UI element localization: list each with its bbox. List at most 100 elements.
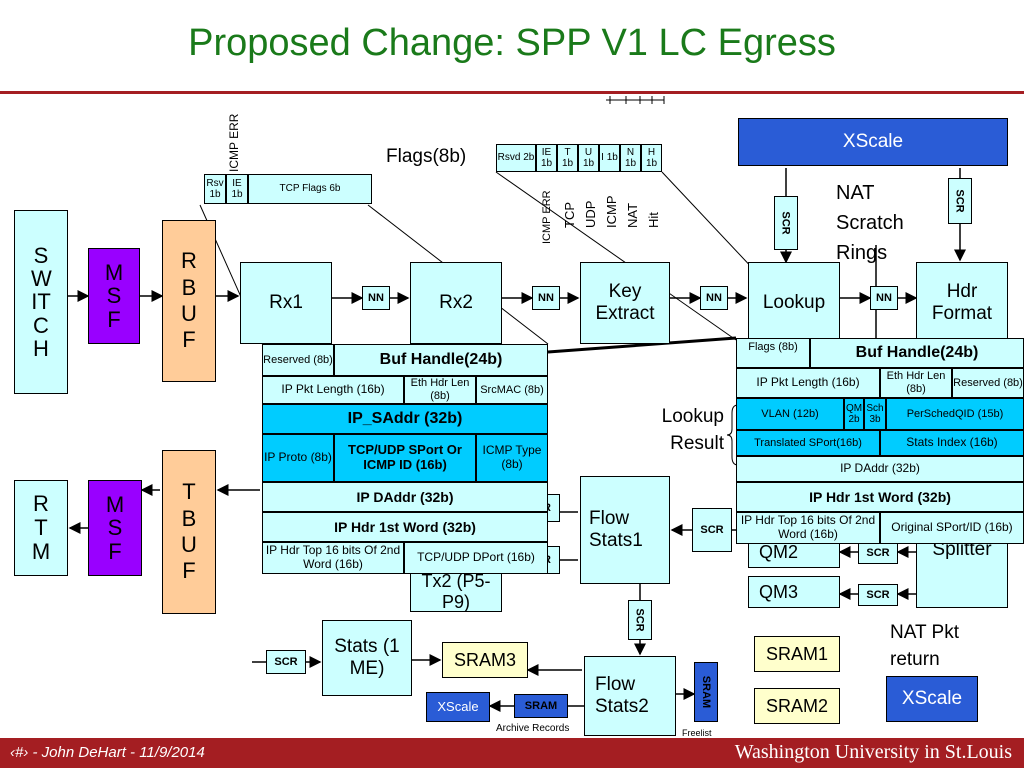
nn-ring-1: NN — [362, 286, 390, 310]
rx2-label: Rx2 — [439, 292, 473, 314]
flag-0: Rsvd 2b — [496, 144, 536, 172]
qm3-label: QM3 — [759, 581, 799, 602]
stats-block: Stats (1 ME) — [322, 620, 412, 696]
flow-stats1-block: Flow Stats1 — [580, 476, 670, 584]
lr-ip-daddr: IP DAddr (32b) — [262, 482, 548, 512]
rr-ip-hdr-top16: IP Hdr Top 16 bits Of 2nd Word (16b) — [736, 512, 880, 544]
nn-ring-2: NN — [532, 286, 560, 310]
flag-6: H 1b — [641, 144, 662, 172]
msf-bottom-label: MSF — [105, 492, 125, 564]
scr-ring-flowstats2-label: SCR — [634, 608, 647, 632]
flags-label: Flags(8b) — [386, 146, 467, 167]
rr-ip-daddr: IP DAddr (32b) — [736, 456, 1024, 482]
lr-ip-saddr: IP_SAddr (32b) — [262, 404, 548, 434]
sram2-block: SRAM2 — [754, 688, 840, 724]
flag-5: N 1b — [620, 144, 641, 172]
lr-tcp-udp-sport: TCP/UDP SPort Or ICMP ID (16b) — [334, 434, 476, 482]
sram3-label: SRAM3 — [453, 649, 516, 670]
flag-vertical-label-0: ICMP ERR — [541, 190, 553, 244]
nn-ring-1-label: NN — [368, 292, 384, 304]
key-extract-label: Key Extract — [595, 281, 655, 324]
rr-sch: Sch 3b — [864, 398, 886, 430]
tcp-flag-2: TCP Flags 6b — [248, 174, 372, 204]
lr-ip-proto: IP Proto (8b) — [262, 434, 334, 482]
xscale-bottom-label: XScale — [901, 688, 963, 710]
rbuf-block: RBUF — [162, 220, 216, 382]
flow-stats2-block: Flow Stats2 — [584, 656, 676, 736]
xscale-top-label: XScale — [842, 131, 904, 153]
lookup-label: Lookup — [762, 292, 826, 314]
nat-pkt-return-label: NAT Pkt return — [890, 622, 959, 670]
lr-eth-hdr-len: Eth Hdr Len (8b) — [404, 376, 476, 404]
footer-left: ‹#› - John DeHart - 11/9/2014 — [10, 744, 205, 761]
lr-srcmac: SrcMAC (8b) — [476, 376, 548, 404]
rr-vlan: VLAN (12b) — [736, 398, 844, 430]
rx1-label: Rx1 — [269, 292, 303, 314]
xscale-small-block: XScale — [426, 692, 490, 722]
lr-reserved: Reserved (8b) — [262, 344, 334, 376]
lr-ip-hdr-top16: IP Hdr Top 16 bits Of 2nd Word (16b) — [262, 542, 404, 574]
flag-vertical-label-3: ICMP — [604, 195, 619, 229]
tx2-label: Tx2 (P5-P9) — [421, 571, 491, 612]
sram1-label: SRAM1 — [765, 643, 828, 664]
rbuf-label: RBUF — [181, 248, 197, 353]
rr-ip-hdr-1st: IP Hdr 1st Word (32b) — [736, 482, 1024, 512]
rx1-block: Rx1 — [240, 262, 332, 344]
nat-scratch-rings-label: NAT Scratch Rings — [836, 182, 904, 264]
sram-ring-freelist: SRAM — [694, 662, 718, 722]
scr-ring-xscale: SCR — [948, 178, 972, 224]
sram-ring-freelist-label: SRAM — [700, 675, 713, 709]
rr-qm: QM 2b — [844, 398, 864, 430]
scr-ring-qm3: SCR — [858, 584, 898, 606]
hdr-format-label: Hdr Format — [931, 281, 993, 324]
rr-stats-index: Stats Index (16b) — [880, 430, 1024, 456]
lr-icmp-type: ICMP Type (8b) — [476, 434, 548, 482]
archive-records-label: Archive Records — [496, 723, 570, 734]
flag-vertical-label-5: Hit — [646, 212, 661, 228]
rr-buf-handle: Buf Handle(24b) — [810, 338, 1024, 368]
flag-1: IE 1b — [536, 144, 557, 172]
scr-ring-nat: SCR — [774, 196, 798, 250]
flag-4: I 1b — [599, 144, 620, 172]
stats-label: Stats (1 ME) — [334, 636, 400, 679]
scr-ring-qm2-label: SCR — [866, 547, 890, 559]
xscale-small-label: XScale — [437, 698, 479, 714]
scr-ring-flowstats2: SCR — [628, 600, 652, 640]
scr-ring-nat-label: SCR — [780, 211, 793, 235]
sram1-block: SRAM1 — [754, 636, 840, 672]
rtm-label: RTM — [31, 490, 51, 565]
icmp-err-label: ICMP ERR — [227, 113, 241, 172]
lr-buf-handle: Buf Handle(24b) — [334, 344, 548, 376]
nn-ring-4: NN — [870, 286, 898, 310]
lr-tcp-udp-dport: TCP/UDP DPort (16b) — [404, 542, 548, 574]
flag-2: T 1b — [557, 144, 578, 172]
tbuf-label: TBUF — [181, 479, 197, 584]
title-divider — [0, 91, 1024, 94]
nn-ring-3-label: NN — [706, 292, 722, 304]
lookup-result-label: Lookup Result — [661, 406, 724, 454]
hdr-format-block: Hdr Format — [916, 262, 1008, 344]
footer-bar: ‹#› - John DeHart - 11/9/2014 Washington… — [0, 738, 1024, 768]
tbuf-block: TBUF — [162, 450, 216, 614]
switch-label: SWITCH — [31, 243, 52, 361]
flag-vertical-label-1: TCP — [562, 202, 577, 228]
flow-stats2-label: Flow Stats2 — [595, 674, 649, 717]
flag-vertical-label-4: NAT — [625, 202, 640, 228]
flag-3: U 1b — [578, 144, 599, 172]
scr-ring-xscale-label: SCR — [954, 189, 967, 213]
scr-ring-qm2: SCR — [858, 542, 898, 564]
flow-stats1-label: Flow Stats1 — [589, 508, 643, 551]
qm3-block: QM3 — [748, 576, 840, 608]
qm2-label: QM2 — [759, 541, 799, 562]
scr-ring-stats-label: SCR — [274, 656, 298, 668]
nn-ring-3: NN — [700, 286, 728, 310]
rr-eth-hdr-len: Eth Hdr Len (8b) — [880, 368, 952, 398]
scr-ring-stats: SCR — [266, 650, 306, 674]
lookup-block: Lookup — [748, 262, 840, 344]
rr-reserved: Reserved (8b) — [952, 368, 1024, 398]
sram2-label: SRAM2 — [765, 695, 828, 716]
key-extract-block: Key Extract — [580, 262, 670, 344]
scr-ring-qm3-label: SCR — [866, 589, 890, 601]
tcp-flag-1: IE 1b — [226, 174, 248, 204]
connector-lines — [68, 96, 966, 712]
